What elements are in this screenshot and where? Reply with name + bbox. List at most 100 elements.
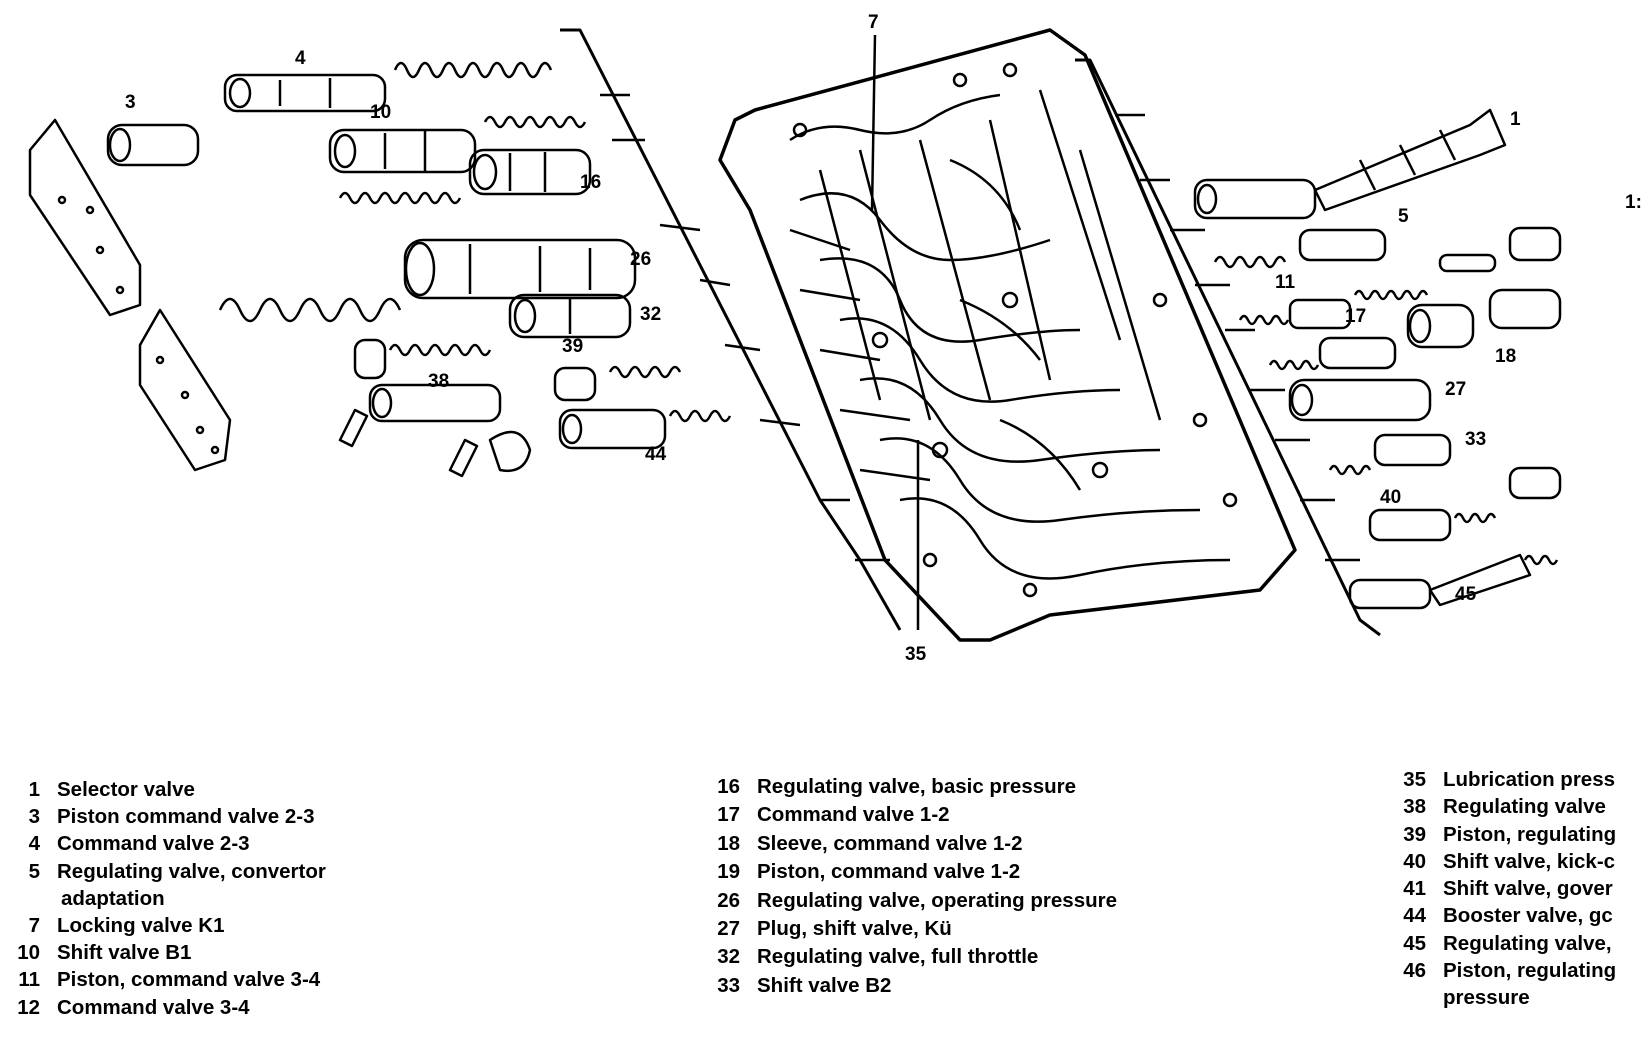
right-guide-lines <box>1075 58 1381 637</box>
legend-item-number: 18 <box>717 831 740 855</box>
legend-item: 45 Regulating valve, <box>1370 930 1648 957</box>
legend-item-text: Regulating valve, full throttle <box>757 945 1039 969</box>
legend-item-text: Piston, command valve 1-2 <box>757 860 1021 884</box>
legend-item-number: 32 <box>717 945 740 969</box>
legend-item: 35 Lubrication press <box>1370 766 1648 793</box>
legend-item-text: Piston, regulating <box>1443 959 1617 983</box>
valve-4 <box>223 73 387 113</box>
callout-33: 33 <box>1465 429 1486 450</box>
valve-39 <box>353 338 492 380</box>
spring-26 <box>218 297 402 323</box>
legend-item-continuation-text: adaptation <box>61 886 165 910</box>
legend-column-1: 1 Selector valve 3 Piston command valve 2-3… <box>2 776 326 1021</box>
legend-item-text: Shift valve B2 <box>757 973 892 997</box>
legend-item: 7 Locking valve K1 <box>2 912 326 939</box>
callout-10: 10 <box>370 102 391 123</box>
legend-item-text: Regulating valve <box>1443 795 1606 819</box>
callout-40: 40 <box>1380 487 1401 508</box>
valve-44 <box>558 408 732 450</box>
legend-item-text: Plug, shift valve, Kü <box>757 917 952 941</box>
legend-item-text: Piston, regulating <box>1443 822 1617 846</box>
legend-item-text: Regulating valve, basic pressure <box>757 775 1077 798</box>
legend-item: 3 Piston command valve 2-3 <box>2 803 326 830</box>
legend-item-number: 39 <box>1403 822 1426 846</box>
legend-item-text: Regulating valve, convertor <box>57 859 326 883</box>
legend-item: 33 Shift valve B2 <box>690 972 1117 1000</box>
legend-item-text: Booster valve, gc <box>1443 904 1613 928</box>
legend-item-number: 45 <box>1403 931 1426 955</box>
callout-32: 32 <box>640 304 661 325</box>
callout-12-cut: 1: <box>1625 192 1642 213</box>
legend-item-text: Selector valve <box>57 778 195 801</box>
legend-item: 16 Regulating valve, basic pressure <box>690 773 1117 801</box>
legend-item: 10 Shift valve B1 <box>2 939 326 966</box>
valve-45 <box>1348 553 1559 610</box>
callout-26: 26 <box>630 249 651 270</box>
legend-item: 41 Shift valve, gover <box>1370 875 1648 902</box>
valve-10 <box>328 128 477 174</box>
legend-item-number: 40 <box>1403 849 1426 873</box>
valve-27 <box>1288 378 1432 422</box>
legend-item-text: Shift valve, kick-c <box>1443 849 1616 873</box>
callout-44: 44 <box>645 444 667 465</box>
valve-40 <box>1368 466 1562 542</box>
legend-item: 12 Command valve 3-4 <box>2 994 326 1021</box>
legend-item-text: Command valve 3-4 <box>57 995 250 1019</box>
legend-item-number: 41 <box>1403 877 1426 901</box>
legend-item-number: 46 <box>1403 959 1426 983</box>
valve-17 <box>1268 336 1397 371</box>
spring-16 <box>338 191 462 205</box>
legend-item: 39 Piston, regulating <box>1370 821 1648 848</box>
legend-item: 44 Booster valve, gc <box>1370 902 1648 929</box>
separator-plate-lower <box>138 308 232 472</box>
legend-item-number: 12 <box>17 995 40 1019</box>
separator-plate-upper <box>28 118 142 317</box>
legend-item-text: Sleeve, command valve 1-2 <box>757 831 1023 855</box>
legend-item-text: Shift valve, gover <box>1443 877 1613 901</box>
legend-item-text: Piston, command valve 3-4 <box>57 968 321 992</box>
legend-item-number: 35 <box>1403 768 1426 791</box>
legend-item: 1 Selector valve <box>2 776 326 803</box>
left-guide-lines <box>560 28 902 631</box>
callout-27: 27 <box>1445 379 1466 400</box>
valve-5 <box>1213 228 1387 269</box>
legend-item-number: 16 <box>717 775 740 798</box>
legend-item-number: 10 <box>17 941 40 965</box>
legend-item-number: 19 <box>717 860 740 884</box>
callout-45: 45 <box>1455 584 1477 605</box>
legend-item-number: 7 <box>28 914 40 938</box>
legend-item-text: Shift valve B1 <box>57 941 192 965</box>
valve-38 <box>368 365 682 423</box>
callout-3: 3 <box>125 92 136 113</box>
legend-item: 5 Regulating valve, convertor <box>2 858 326 885</box>
legend-item-text: Command valve 1-2 <box>757 803 950 827</box>
callout-38: 38 <box>428 371 449 392</box>
legend-item-text: Piston command valve 2-3 <box>57 805 315 829</box>
legend-item-number: 33 <box>717 973 740 997</box>
legend-item-number: 3 <box>28 805 40 829</box>
legend-item-number: 44 <box>1403 904 1426 928</box>
valve-1 <box>1193 108 1507 220</box>
legend-item: 18 Sleeve, command valve 1-2 <box>690 830 1117 858</box>
legend-item-number: 5 <box>28 859 40 883</box>
callout-7: 7 <box>868 12 879 33</box>
legend-item-text: Command valve 2-3 <box>57 832 250 856</box>
legend-item-text: Locking valve K1 <box>57 914 225 938</box>
legend-item-continuation-text: pressure <box>1443 986 1530 1010</box>
legend-item: 32 Regulating valve, full throttle <box>690 943 1117 971</box>
legend-item: 46 Piston, regulating <box>1370 957 1648 984</box>
valve-26 <box>403 238 637 300</box>
legend-item-number: 26 <box>717 888 740 912</box>
callout-11: 11 <box>1275 272 1296 293</box>
legend-item-number: 1 <box>28 778 40 801</box>
legend-item-number: 11 <box>18 968 40 992</box>
valve-3 <box>106 123 200 167</box>
legend-item-continuation: pressure <box>1370 984 1648 1011</box>
legend-item-text: Lubrication press <box>1443 768 1616 791</box>
legend-item-text: Regulating valve, <box>1443 931 1612 955</box>
valve-11 <box>1238 226 1562 330</box>
